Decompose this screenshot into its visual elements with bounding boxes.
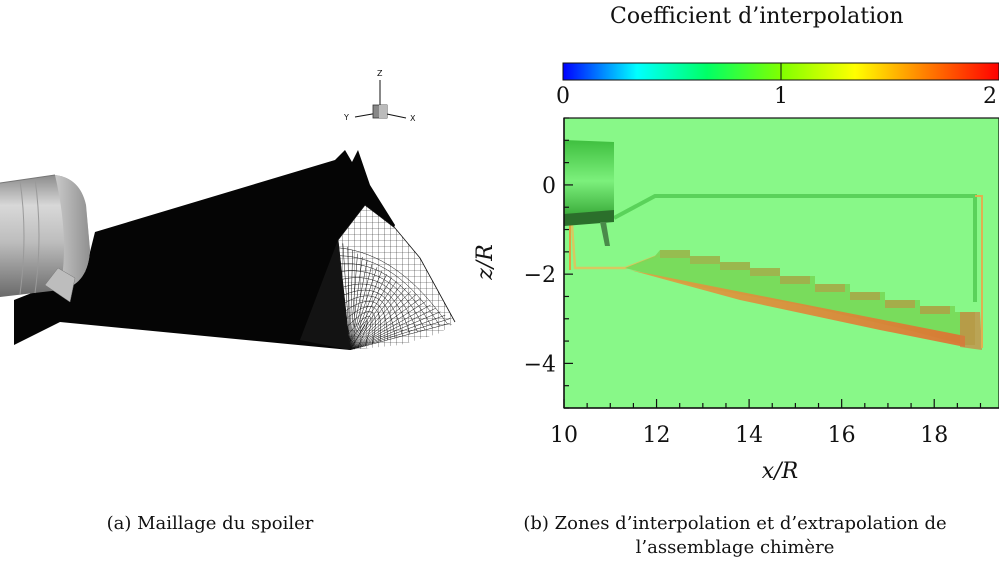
interpolation-zones	[564, 140, 983, 350]
x-tick-label: 18	[920, 423, 948, 448]
interpolation-cell	[750, 268, 780, 276]
interpolation-cell	[660, 250, 690, 258]
interpolation-cell	[885, 300, 915, 308]
triad-z-label: Z	[377, 69, 383, 78]
x-tick-label: 12	[643, 423, 671, 448]
x-tick-label: 10	[550, 423, 578, 448]
interpolation-cell	[690, 256, 720, 264]
interpolation-cell	[780, 276, 810, 284]
triad-x-label: X	[410, 114, 416, 123]
x-tick-label: 16	[828, 423, 856, 448]
x-tick-label: 14	[735, 423, 763, 448]
interpolation-cell	[920, 306, 950, 314]
caption-a: (a) Maillage du spoiler	[106, 513, 314, 534]
colorbar-tick-label: 0	[556, 84, 570, 109]
colorbar-tick-label: 1	[774, 84, 788, 109]
caption-b-line2: l’assemblage chimère	[635, 537, 835, 558]
colorbar-tick-label: 2	[983, 84, 997, 109]
interpolation-cell	[720, 262, 750, 270]
y-tick-label: 0	[542, 174, 556, 199]
y-tick-label: −2	[524, 263, 556, 288]
plot-field	[564, 118, 999, 408]
engine-cylinder	[0, 174, 90, 303]
mesh-fan	[338, 205, 455, 350]
y-tick-label: −4	[524, 352, 556, 377]
y-axis-label: z/R	[473, 244, 498, 281]
interpolation-cell	[850, 292, 880, 300]
x-axis-label: x/R	[762, 459, 798, 484]
caption-b-line1: (b) Zones d’interpolation et d’extrapola…	[523, 513, 947, 534]
axis-triad: Z Y X	[343, 69, 416, 123]
interpolation-cell	[815, 284, 845, 292]
triad-y-label: Y	[343, 113, 349, 122]
colorbar-title: Coefficient d’interpolation	[610, 4, 904, 29]
mesh-surface	[14, 150, 395, 350]
